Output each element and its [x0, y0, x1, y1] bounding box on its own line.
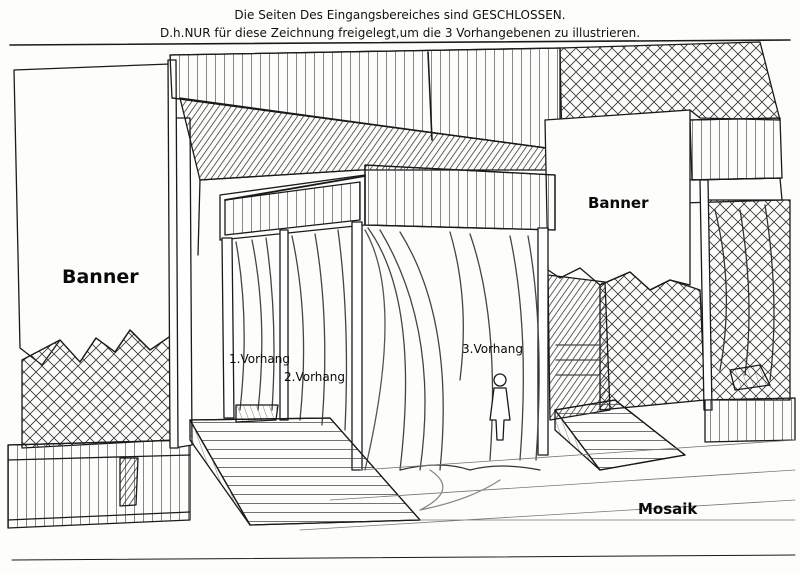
- curtain-1-label: 1.Vorhang: [229, 352, 290, 366]
- header-note-line-2: D.h.NUR für diese Zeichnung freigelegt,u…: [159, 26, 641, 40]
- curtain-2-label: 2.Vorhang: [284, 370, 345, 384]
- curtain-3: [367, 227, 540, 471]
- left-banner: [13, 63, 173, 366]
- banner-left-label: Banner: [62, 266, 139, 288]
- curtain-2: [291, 229, 348, 431]
- curtain-1: [235, 237, 275, 411]
- banner-right-label: Banner: [588, 194, 649, 212]
- header-note-line-1: Die Seiten Des Eingangsbereiches sind GE…: [234, 8, 566, 22]
- human-figure: [489, 373, 511, 441]
- left-ramp: [189, 417, 421, 526]
- floor-mosaic-label: Mosaik: [638, 500, 698, 518]
- curtain-3-label: 3.Vorhang: [462, 342, 523, 356]
